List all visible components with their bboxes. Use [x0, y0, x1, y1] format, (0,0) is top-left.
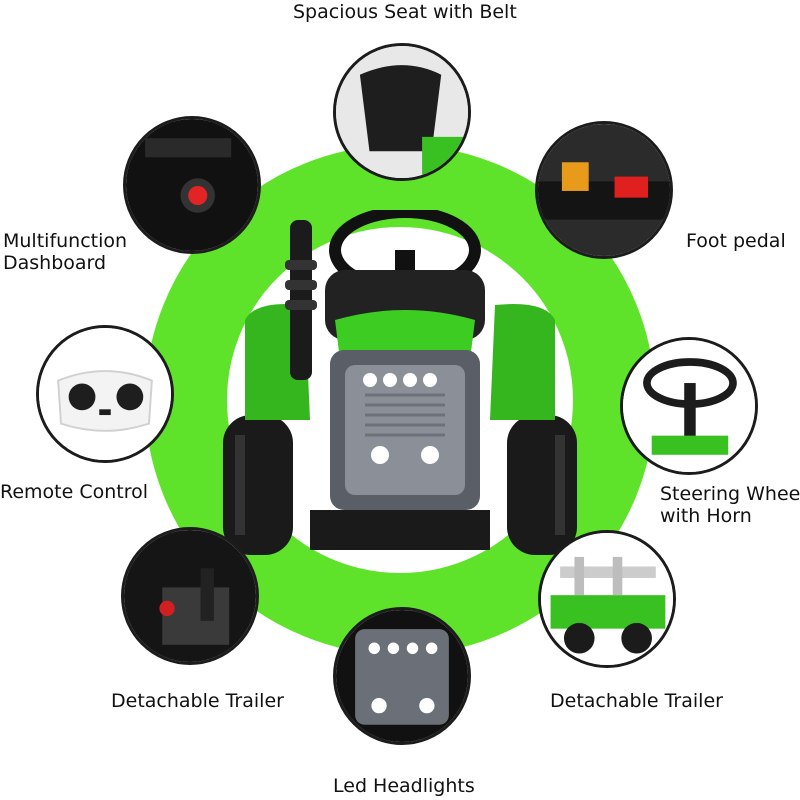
- trailer-icon: [541, 533, 673, 665]
- feature-dashboard-label: Multifunction Dashboard: [3, 230, 128, 274]
- feature-gear-label: Detachable Trailer: [111, 690, 284, 712]
- headlights-icon: [336, 610, 468, 742]
- feature-remote-circle: [36, 325, 174, 463]
- tractor-product-image: [215, 206, 585, 570]
- foot-pedal-icon: [538, 124, 670, 256]
- feature-headlights-label: Led Headlights: [333, 775, 475, 797]
- feature-seat-circle: [333, 43, 471, 181]
- feature-steering-label: Steering Whee with Horn: [660, 483, 800, 527]
- remote-control-icon: [39, 328, 171, 460]
- feature-trailer-circle: [538, 530, 676, 668]
- feature-remote-label: Remote Control: [0, 481, 149, 503]
- feature-seat-label: Spacious Seat with Belt: [293, 1, 517, 23]
- steering-wheel-icon: [623, 340, 755, 472]
- seat-icon: [336, 46, 468, 178]
- dashboard-icon: [126, 119, 258, 251]
- feature-pedal-label: Foot pedal: [686, 230, 786, 252]
- feature-steering-circle: [620, 337, 758, 475]
- feature-gear-circle: [121, 527, 259, 665]
- feature-headlights-circle: [333, 607, 471, 745]
- gear-lever-icon: [124, 530, 256, 662]
- feature-dashboard-circle: [123, 116, 261, 254]
- feature-pedal-circle: [535, 121, 673, 259]
- feature-trailer-label: Detachable Trailer: [550, 690, 723, 712]
